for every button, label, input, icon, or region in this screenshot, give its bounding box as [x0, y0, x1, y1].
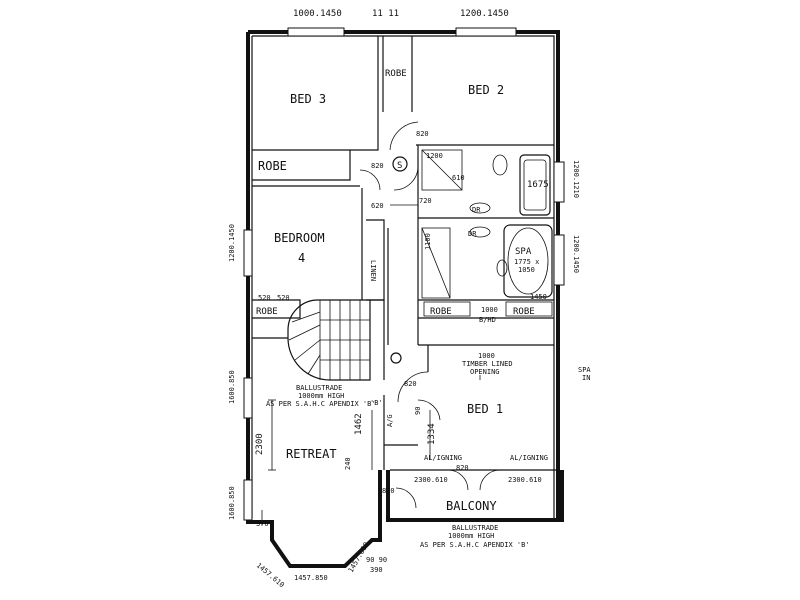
ballustrade-lower-2: 1000mm HIGH — [448, 532, 494, 540]
dim-1334: 1334 — [427, 423, 437, 445]
dim-bay-right-b: 90 90 — [366, 556, 387, 564]
dim-bay-left: 1457.610 — [255, 561, 286, 589]
dim-door-820-a: 820 — [416, 130, 429, 138]
alignment-b: AL/IGNING — [510, 454, 548, 462]
dim-robe-520-b: 520 — [277, 294, 290, 302]
ballustrade-upper-2: 1000mm HIGH — [298, 392, 344, 400]
dim-balcony-right: 2300.610 — [508, 476, 542, 484]
room-bedroom4-label: BEDROOM — [274, 231, 325, 245]
dim-370: 370 — [256, 520, 269, 528]
ballustrade-upper-3: AS PER S.A.H.C APENDIX 'B' — [266, 400, 376, 408]
dimension-lines — [261, 375, 481, 525]
robe-ensuite-left-label: ROBE — [430, 307, 452, 317]
dim-top-right-window: 1200.1450 — [460, 9, 509, 19]
dim-balcony-820: 820 — [456, 464, 469, 472]
robe-ensuite-right-label: ROBE — [513, 307, 535, 317]
dim-bath-1675: 1675 — [527, 180, 549, 190]
spa-in-2: IN — [582, 374, 590, 382]
alignment-a: AL/IGNING — [424, 454, 462, 462]
dim-1462: 1462 — [354, 413, 364, 435]
outer-walls — [246, 30, 564, 568]
dim-left-lower: 1600.850 — [228, 486, 236, 520]
room-linen-label: LINEN — [369, 260, 377, 281]
windows — [243, 27, 565, 521]
dim-bay-right-c: 390 — [370, 566, 383, 574]
room-bed3-label: BED 3 — [290, 92, 326, 106]
smoke-detectors — [390, 156, 408, 364]
dim-left-upper: 1200.1450 — [228, 224, 236, 262]
drain-1: DR — [472, 206, 481, 214]
ballustrade-lower-1: BALLUSTRADE — [452, 524, 498, 532]
dim-door-620: 620 — [371, 202, 384, 210]
b-mark: 'B' — [370, 399, 383, 407]
dim-ensuite-1450: 1450 — [530, 293, 547, 301]
dim-wr-1200: 1200 — [426, 152, 443, 160]
dim-top-left-window: 1000.1450 — [293, 9, 342, 19]
robe-bed4-label: ROBE — [256, 307, 278, 317]
drain-2: DR — [468, 230, 477, 238]
dim-wc-1100: 1100 — [424, 233, 432, 250]
room-retreat-label: RETREAT — [286, 447, 337, 461]
spa-size-1: 1775 x — [514, 258, 539, 266]
dim-door-820-b: 820 — [371, 162, 384, 170]
dim-bay-bottom: 1457.850 — [294, 574, 328, 582]
spa-in-1: SPA — [578, 366, 591, 374]
dim-robe-520-a: 520 — [258, 294, 271, 302]
spa-label: SPA — [515, 247, 532, 257]
room-balcony-label: BALCONY — [446, 499, 497, 513]
dim-right-mid: 1200.1450 — [572, 235, 580, 273]
room-labels: BED 3 BED 2 BEDROOM 4 BED 1 RETREAT BALC… — [256, 69, 539, 513]
robe-top-label: ROBE — [385, 69, 407, 79]
dim-bhd-1: 1000 — [481, 306, 498, 314]
ballustrade-upper-1: BALLUSTRADE — [296, 384, 342, 392]
room-bed1-label: BED 1 — [467, 402, 503, 416]
dim-balcony-left: 2300.610 — [414, 476, 448, 484]
robe-bed3-label: ROBE — [258, 159, 287, 173]
dim-top-mid-mark: 11 11 — [372, 9, 399, 19]
dim-door-720: 720 — [419, 197, 432, 205]
dim-timber-2: TIMBER LINED — [462, 360, 513, 368]
dim-240: 240 — [344, 457, 352, 470]
dim-door-820-c: 820 — [404, 380, 417, 388]
room-bedroom4-number: 4 — [298, 251, 305, 265]
spa-size-2: 1050 — [518, 266, 535, 274]
dim-right-upper: 1200.1210 — [572, 160, 580, 198]
room-bed2-label: BED 2 — [468, 83, 504, 97]
dim-timber-1: 1000 — [478, 352, 495, 360]
ballustrade-lower-3: AS PER S.A.H.C APENDIX 'B' — [420, 541, 530, 549]
smoke-detector-label: S — [397, 161, 402, 171]
staircase — [287, 299, 371, 381]
dim-bhd-2: B/HD — [479, 316, 496, 324]
interior-walls — [252, 36, 554, 509]
dimension-labels: 1000.1450 11 11 1200.1450 1200.1210 1200… — [228, 9, 580, 589]
dim-door-820-d: 820 — [382, 487, 395, 495]
dim-2300: 2300 — [255, 433, 265, 455]
dim-door-610: 610 — [452, 174, 465, 182]
dim-90: 90 — [414, 407, 422, 415]
notes: BALLUSTRADE 1000mm HIGH AS PER S.A.H.C A… — [266, 161, 591, 549]
ag-mark: A/G — [386, 414, 394, 427]
dim-left-mid: 1600.850 — [228, 370, 236, 404]
dim-timber-3: OPENING — [470, 368, 500, 376]
